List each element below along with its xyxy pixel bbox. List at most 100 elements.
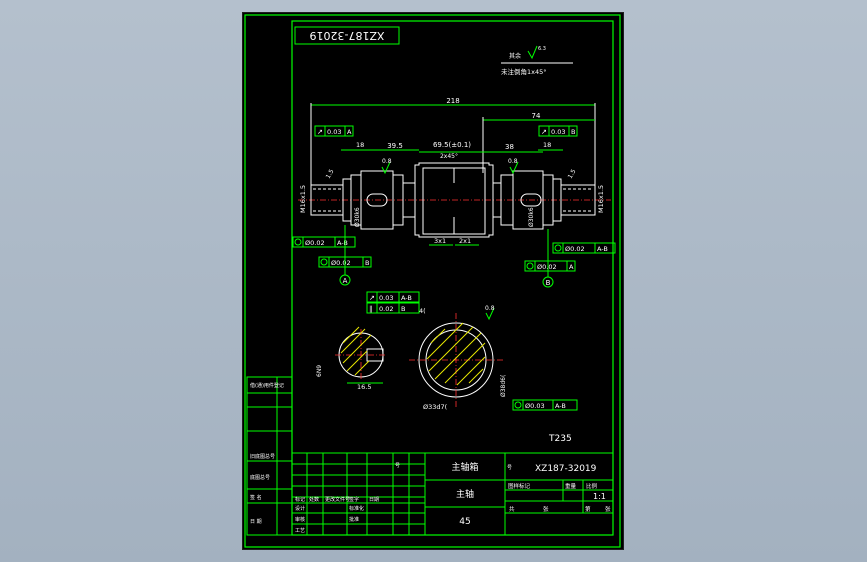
roughness-note: 其余 6.3 未注倒角1x45° [501, 45, 573, 76]
svg-text:共: 共 [509, 505, 515, 513]
svg-text:A: A [347, 128, 352, 136]
rough-right: 0.8 [508, 158, 518, 165]
dim-thread-left: M16x1.5 [299, 185, 307, 213]
datum-b-label: B [546, 279, 551, 287]
roughness-other-label: 其余 [509, 52, 521, 60]
svg-text:签字: 签字 [349, 496, 359, 503]
title-part-name: 主轴 [456, 488, 474, 500]
spline-section: 4( 0.8 Ø38d6( Ø33d7( ↗ 0.03 A-B ∥ 0.02 B… [366, 291, 578, 411]
svg-text:第: 第 [585, 505, 591, 513]
dim-spline-inner: Ø33d7( [423, 403, 448, 411]
dim-key-depth: 16.5 [357, 383, 371, 391]
tol-coax-right: Ø0.02 A-B [552, 242, 616, 254]
key-section: 6N9 16.5 [316, 326, 387, 391]
title-scale: 1:1 [593, 492, 606, 501]
svg-text:签 名: 签 名 [250, 494, 262, 501]
dim-middle: 69.5(±0.1) [433, 141, 471, 149]
svg-text:A-B: A-B [555, 402, 566, 410]
tol-runout-right: ↗ 0.03 B [538, 125, 578, 137]
svg-text:底图总号: 底图总号 [250, 474, 270, 481]
material-grade-label: T235 [548, 434, 572, 444]
title-assembly: 主轴箱 [451, 461, 478, 473]
drawing-sheet[interactable]: XZ187-32019 其余 6.3 未注倒角1x45° 218 74 39.5… [242, 12, 624, 550]
left-strip-table: 借(通)用件登记 旧底图总号 底图总号 签 名 日 期 [246, 376, 293, 536]
tol-sec-flat: ∥ 0.02 B [366, 302, 420, 314]
dim-thread-right: M16x1.5 [597, 185, 605, 213]
chamfer-note: 未注倒角1x45° [501, 67, 547, 76]
dim-chamfer-left: 1.5 [325, 168, 336, 180]
svg-text:审核: 审核 [295, 516, 305, 523]
svg-text:Ø0.02: Ø0.02 [331, 259, 351, 267]
svg-text:∥: ∥ [369, 305, 373, 313]
tol-coax-a: Ø0.02 A [524, 260, 576, 272]
svg-text:工艺: 工艺 [295, 528, 305, 534]
dim-overall-length: 218 [446, 97, 459, 105]
svg-text:重量: 重量 [565, 482, 577, 490]
dim-groove-left: 3x1 [434, 237, 446, 245]
svg-text:号: 号 [507, 465, 512, 471]
svg-text:比例: 比例 [586, 482, 598, 490]
svg-text:处数: 处数 [309, 496, 319, 503]
svg-text:设计: 设计 [295, 505, 305, 512]
svg-text:↗: ↗ [541, 128, 547, 136]
svg-text:Ø0.02: Ø0.02 [305, 239, 325, 247]
mirrored-code-box: XZ187-32019 [294, 26, 400, 45]
svg-text:标准化: 标准化 [349, 505, 364, 512]
dim-groove-right: 2x1 [459, 237, 471, 245]
svg-text:↗: ↗ [369, 294, 375, 302]
svg-text:A-B: A-B [401, 294, 412, 302]
drawing-code-mirrored: XZ187-32019 [309, 29, 384, 42]
svg-text:A-B: A-B [597, 245, 608, 253]
svg-text:批准: 批准 [349, 516, 359, 523]
dim-chamfer-mid: 2x45° [440, 153, 458, 160]
tol-coax-left: Ø0.02 A-B [292, 236, 356, 248]
svg-text:号: 号 [395, 463, 400, 469]
dim-dia-right: Ø30k6 [528, 207, 535, 227]
dim-left-step: 39.5 [387, 142, 403, 150]
dim-chamfer-right: 1.5 [567, 168, 578, 180]
title-material: 45 [459, 517, 470, 527]
svg-text:更改文件号: 更改文件号 [325, 496, 350, 503]
shaft-main-view: 218 74 39.5 69.5(±0.1) 2x45° 38 18 18 [292, 97, 616, 288]
tol-sec-coax: Ø0.03 A-B [512, 399, 578, 411]
svg-text:B: B [401, 305, 405, 313]
svg-text:0.03: 0.03 [327, 128, 341, 136]
svg-text:A: A [569, 263, 574, 271]
dim-left-18: 18 [356, 141, 364, 149]
svg-text:借(通)用件登记: 借(通)用件登记 [250, 382, 284, 389]
tol-sec-runout: ↗ 0.03 A-B [366, 291, 420, 303]
svg-text:Ø0.03: Ø0.03 [525, 402, 545, 410]
tol-runout-left: ↗ 0.03 A [314, 125, 354, 137]
svg-text:日 期: 日 期 [250, 519, 262, 525]
rough-left: 0.8 [382, 158, 392, 165]
svg-text:张: 张 [605, 505, 611, 513]
svg-text:0.02: 0.02 [379, 305, 393, 313]
datum-a-label: A [343, 277, 348, 285]
svg-text:旧底图总号: 旧底图总号 [250, 453, 275, 460]
rough-spline: 0.8 [485, 305, 495, 312]
svg-text:Ø0.02: Ø0.02 [537, 263, 557, 271]
roughness-value: 6.3 [538, 46, 546, 52]
svg-text:B: B [365, 259, 369, 267]
drawing-canvas: XZ187-32019 其余 6.3 未注倒角1x45° 218 74 39.5… [244, 14, 621, 548]
svg-text:B: B [571, 128, 575, 136]
dim-key-width: 6N9 [316, 365, 323, 377]
dim-spline-top: 4( [419, 307, 426, 315]
svg-text:↗: ↗ [317, 128, 323, 136]
title-drawing-number: XZ187-32019 [535, 464, 597, 474]
svg-text:日期: 日期 [369, 497, 379, 503]
svg-text:图样标记: 图样标记 [508, 482, 531, 490]
title-block: 标记 处数 更改文件号 签字 日期 设计 审核 工艺 标准化 批准 号 主轴箱 … [291, 452, 614, 536]
svg-text:0.03: 0.03 [551, 128, 565, 136]
outer-frame [244, 14, 621, 548]
svg-text:标记: 标记 [295, 496, 305, 503]
svg-text:张: 张 [543, 505, 549, 513]
dim-right-38: 38 [505, 143, 514, 151]
dim-right-length: 74 [532, 112, 541, 120]
dim-right-18: 18 [543, 141, 551, 149]
svg-text:Ø0.02: Ø0.02 [565, 245, 585, 253]
dim-spline-outer: Ø38d6( [500, 375, 507, 397]
dim-dia-left: Ø30k6 [354, 207, 361, 227]
svg-text:A-B: A-B [337, 239, 348, 247]
svg-text:0.03: 0.03 [379, 294, 393, 302]
